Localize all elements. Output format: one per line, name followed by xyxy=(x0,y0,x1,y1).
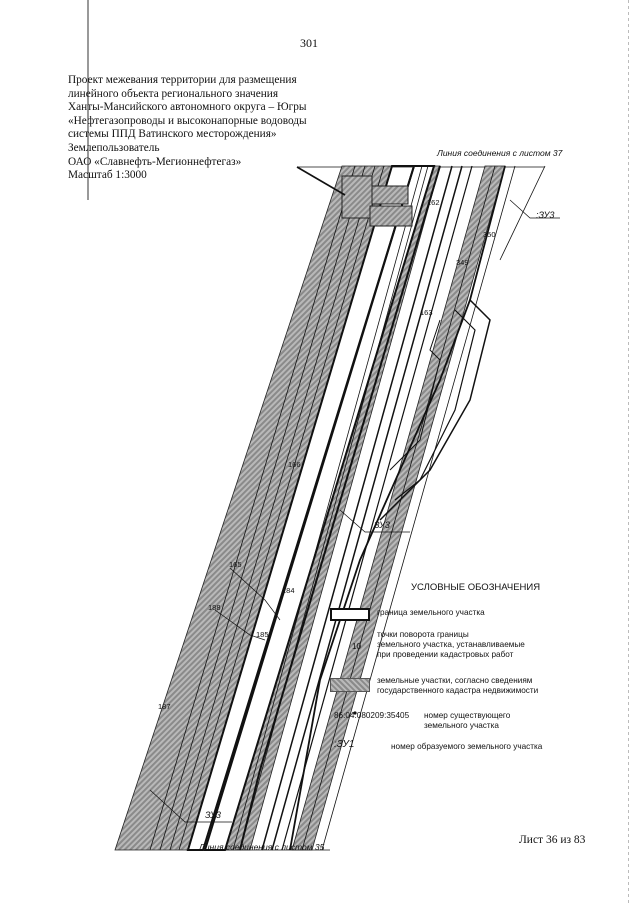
pipeline-line xyxy=(271,165,463,851)
legend-title: УСЛОВНЫЕ ОБОЗНАЧЕНИЯ xyxy=(411,582,541,593)
connection-label-bottom: Линия соединения с листом 35 xyxy=(199,842,325,852)
bend-line xyxy=(389,319,441,471)
legend-zu-label: номер образуемого земельного участка xyxy=(391,742,543,751)
pipeline-line xyxy=(281,165,473,851)
legend-cad-label: номер существующего земельного участка xyxy=(424,711,511,730)
pipeline-line xyxy=(499,165,546,261)
title-line: Ханты-Мансийского автономного округа – Ю… xyxy=(68,101,307,114)
point-number: 184 xyxy=(282,586,295,595)
legend-point-sample: 10 xyxy=(352,642,362,651)
pipeline-line xyxy=(232,165,423,851)
legend-parcel-swatch xyxy=(330,678,370,692)
parcel-border-zu3-a xyxy=(203,165,436,851)
leader-line xyxy=(229,567,281,621)
legend-point-label: точки поворота границы земельного участк… xyxy=(377,630,525,659)
title-line: «Нефтегазопроводы и высоконапорные водов… xyxy=(68,114,307,127)
page-number: 301 xyxy=(300,36,318,50)
point-number: 349 xyxy=(456,258,469,267)
pipeline-line xyxy=(261,165,453,851)
point-number: 163 xyxy=(420,308,433,317)
parcel-box xyxy=(341,175,373,219)
point-number: 350 xyxy=(483,230,496,239)
point-number: 185 xyxy=(256,630,269,639)
legend-border-swatch xyxy=(330,608,370,621)
bend-line xyxy=(394,309,476,501)
title-line: линейного объекта регионального значения xyxy=(68,87,279,100)
legend-point-marker xyxy=(353,711,357,715)
legend-border-label: граница земельного участка xyxy=(377,608,485,617)
page-edge xyxy=(628,0,629,905)
pipeline-line xyxy=(321,165,516,851)
pipeline-line xyxy=(178,165,385,851)
parcel-box xyxy=(369,205,413,227)
zu-label: ЗУ3 xyxy=(374,520,390,530)
road-line xyxy=(296,166,346,196)
point-number: 162 xyxy=(427,198,440,207)
title-line: системы ППД Ватинского месторождения» xyxy=(68,128,277,141)
pipeline-line xyxy=(169,165,376,851)
title-block: Проект межевания территории для размещен… xyxy=(68,74,328,183)
zu-label: :ЗУ3 xyxy=(536,210,555,220)
sheet-number: Лист 36 из 83 xyxy=(519,834,586,846)
leader-zu3-a xyxy=(509,199,560,219)
pipeline-line xyxy=(159,165,366,851)
parcel-box xyxy=(371,185,409,205)
leader-line xyxy=(214,609,266,641)
parcel-border-zu3-b xyxy=(186,165,416,851)
title-line: Землепользователь xyxy=(68,141,160,154)
point-number: 188 xyxy=(208,603,221,612)
pipeline-line xyxy=(149,165,356,851)
parcel-border-line xyxy=(239,165,441,851)
legend-parcel-label: земельные участки, согласно сведениям го… xyxy=(377,676,539,695)
pipeline-line xyxy=(301,165,496,851)
leader-zu3-c xyxy=(149,789,232,823)
bend-line xyxy=(379,299,491,521)
connection-label-top: Линия соединения с листом 37 xyxy=(437,148,563,158)
title-line: ОАО «Славнефть-Мегионнефтегаз» xyxy=(68,155,242,168)
legend-zu-sample: :ЗУ1 xyxy=(334,739,355,750)
leader-zu3-b xyxy=(339,509,410,533)
zu-label: ЗУ3 xyxy=(205,810,221,820)
point-number: 166 xyxy=(288,460,301,469)
legend-cad-sample: 86:04:080209:35405 xyxy=(334,711,410,720)
pipeline-line xyxy=(239,165,429,851)
point-number: 187 xyxy=(158,702,171,711)
title-line: Проект межевания территории для размещен… xyxy=(68,74,297,86)
point-number: 165 xyxy=(229,560,242,569)
